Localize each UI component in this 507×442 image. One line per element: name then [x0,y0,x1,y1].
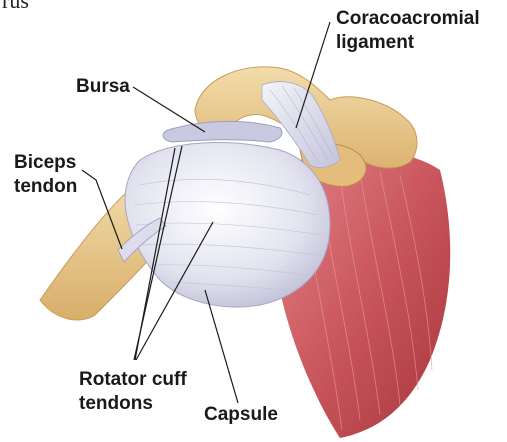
label-coracoacromial-line2: ligament [336,32,414,54]
label-capsule: Capsule [204,404,278,426]
label-biceps-line1: Biceps [14,152,76,174]
label-bursa: Bursa [76,76,130,98]
cutoff-text: rus [2,0,29,12]
label-rotator-line2: tendons [79,393,153,415]
label-coracoacromial-line1: Coracoacromial [336,8,480,30]
label-rotator-line1: Rotator cuff [79,369,187,391]
bursa [163,121,282,142]
leader-bursa [133,87,205,132]
label-biceps-line2: tendon [14,176,77,198]
